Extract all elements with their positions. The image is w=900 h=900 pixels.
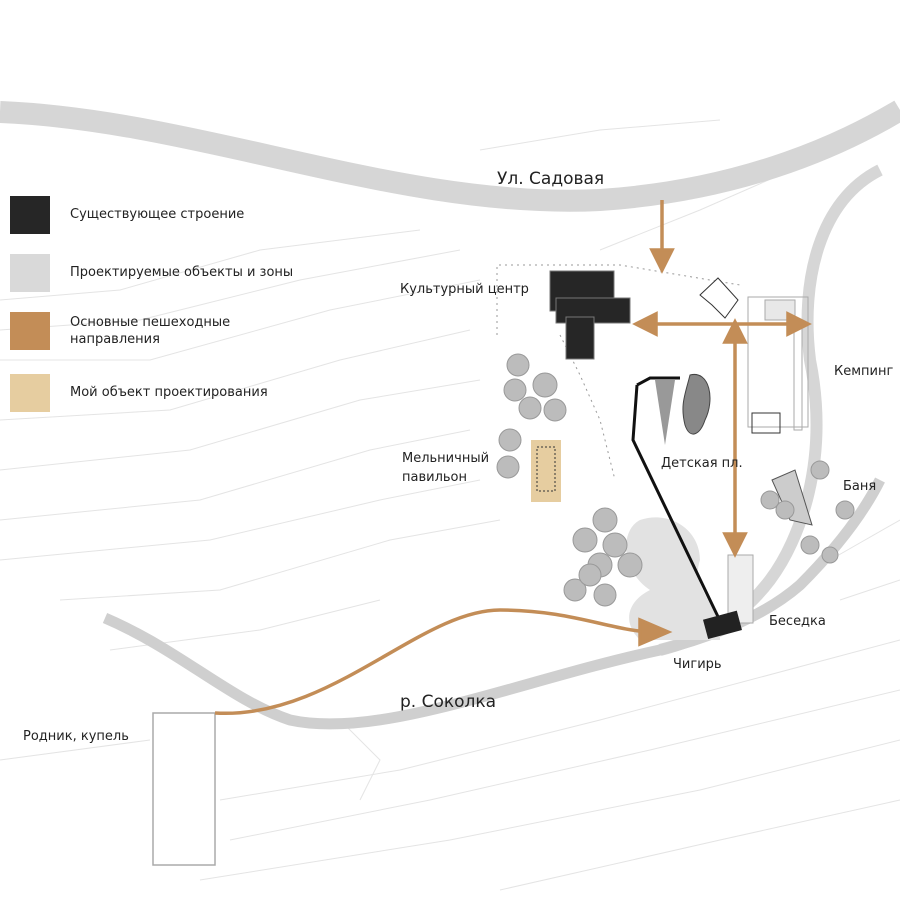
legend-swatch	[10, 374, 50, 412]
legend-swatch	[10, 254, 50, 292]
playground-slide	[655, 380, 675, 445]
legend-swatch	[10, 312, 50, 350]
bathhouse-label: Баня	[843, 479, 876, 494]
legend-item-planned: Проектируемые объекты и зоны	[10, 254, 330, 292]
legend-label: Существующее строение	[70, 207, 245, 222]
mill-pavilion-object	[531, 440, 561, 502]
legend-swatch	[10, 196, 50, 234]
boundary-line	[496, 264, 741, 481]
legend-label: Основные пешеходные направления	[70, 315, 231, 347]
mill-pavilion-plan	[536, 446, 556, 492]
pedestrian-routes	[214, 200, 812, 715]
contour-lines	[0, 119, 900, 891]
tree-group	[496, 353, 855, 607]
river-label: р. Соколка	[400, 692, 496, 712]
culture-center-building	[549, 270, 631, 360]
gazebo-structure	[727, 554, 754, 624]
legend-label: Мой объект проектирования	[70, 385, 268, 400]
culture-center-label: Культурный центр	[400, 282, 529, 297]
arrow-head-down	[649, 248, 675, 274]
playground-label: Детская пл.	[661, 456, 743, 471]
gazebo-label: Беседка	[769, 614, 826, 629]
legend-item-my-object: Мой объект проектирования	[10, 374, 330, 412]
camping-label: Кемпинг	[834, 364, 893, 379]
playground-structure	[682, 374, 711, 435]
legend-label: Проектируемые объекты и зоны	[70, 265, 294, 280]
street-road	[0, 100, 900, 212]
mill-pavilion-label-2: павильон	[402, 470, 467, 485]
legend-item-existing: Существующее строение	[10, 196, 330, 234]
mill-pavilion-label-1: Мельничный	[402, 451, 489, 466]
small-house	[699, 277, 739, 319]
water-conduit	[631, 376, 724, 626]
spring-label: Родник, купель	[23, 729, 129, 744]
pond-zone	[626, 517, 720, 640]
street-label: Ул. Садовая	[497, 169, 604, 189]
river	[102, 477, 885, 730]
legend-item-routes: Основные пешеходные направления	[10, 312, 330, 350]
chigir-label: Чигирь	[673, 657, 722, 672]
spring-plot	[152, 712, 216, 866]
camping-complex	[747, 296, 809, 434]
chigir-wheel	[702, 610, 742, 640]
